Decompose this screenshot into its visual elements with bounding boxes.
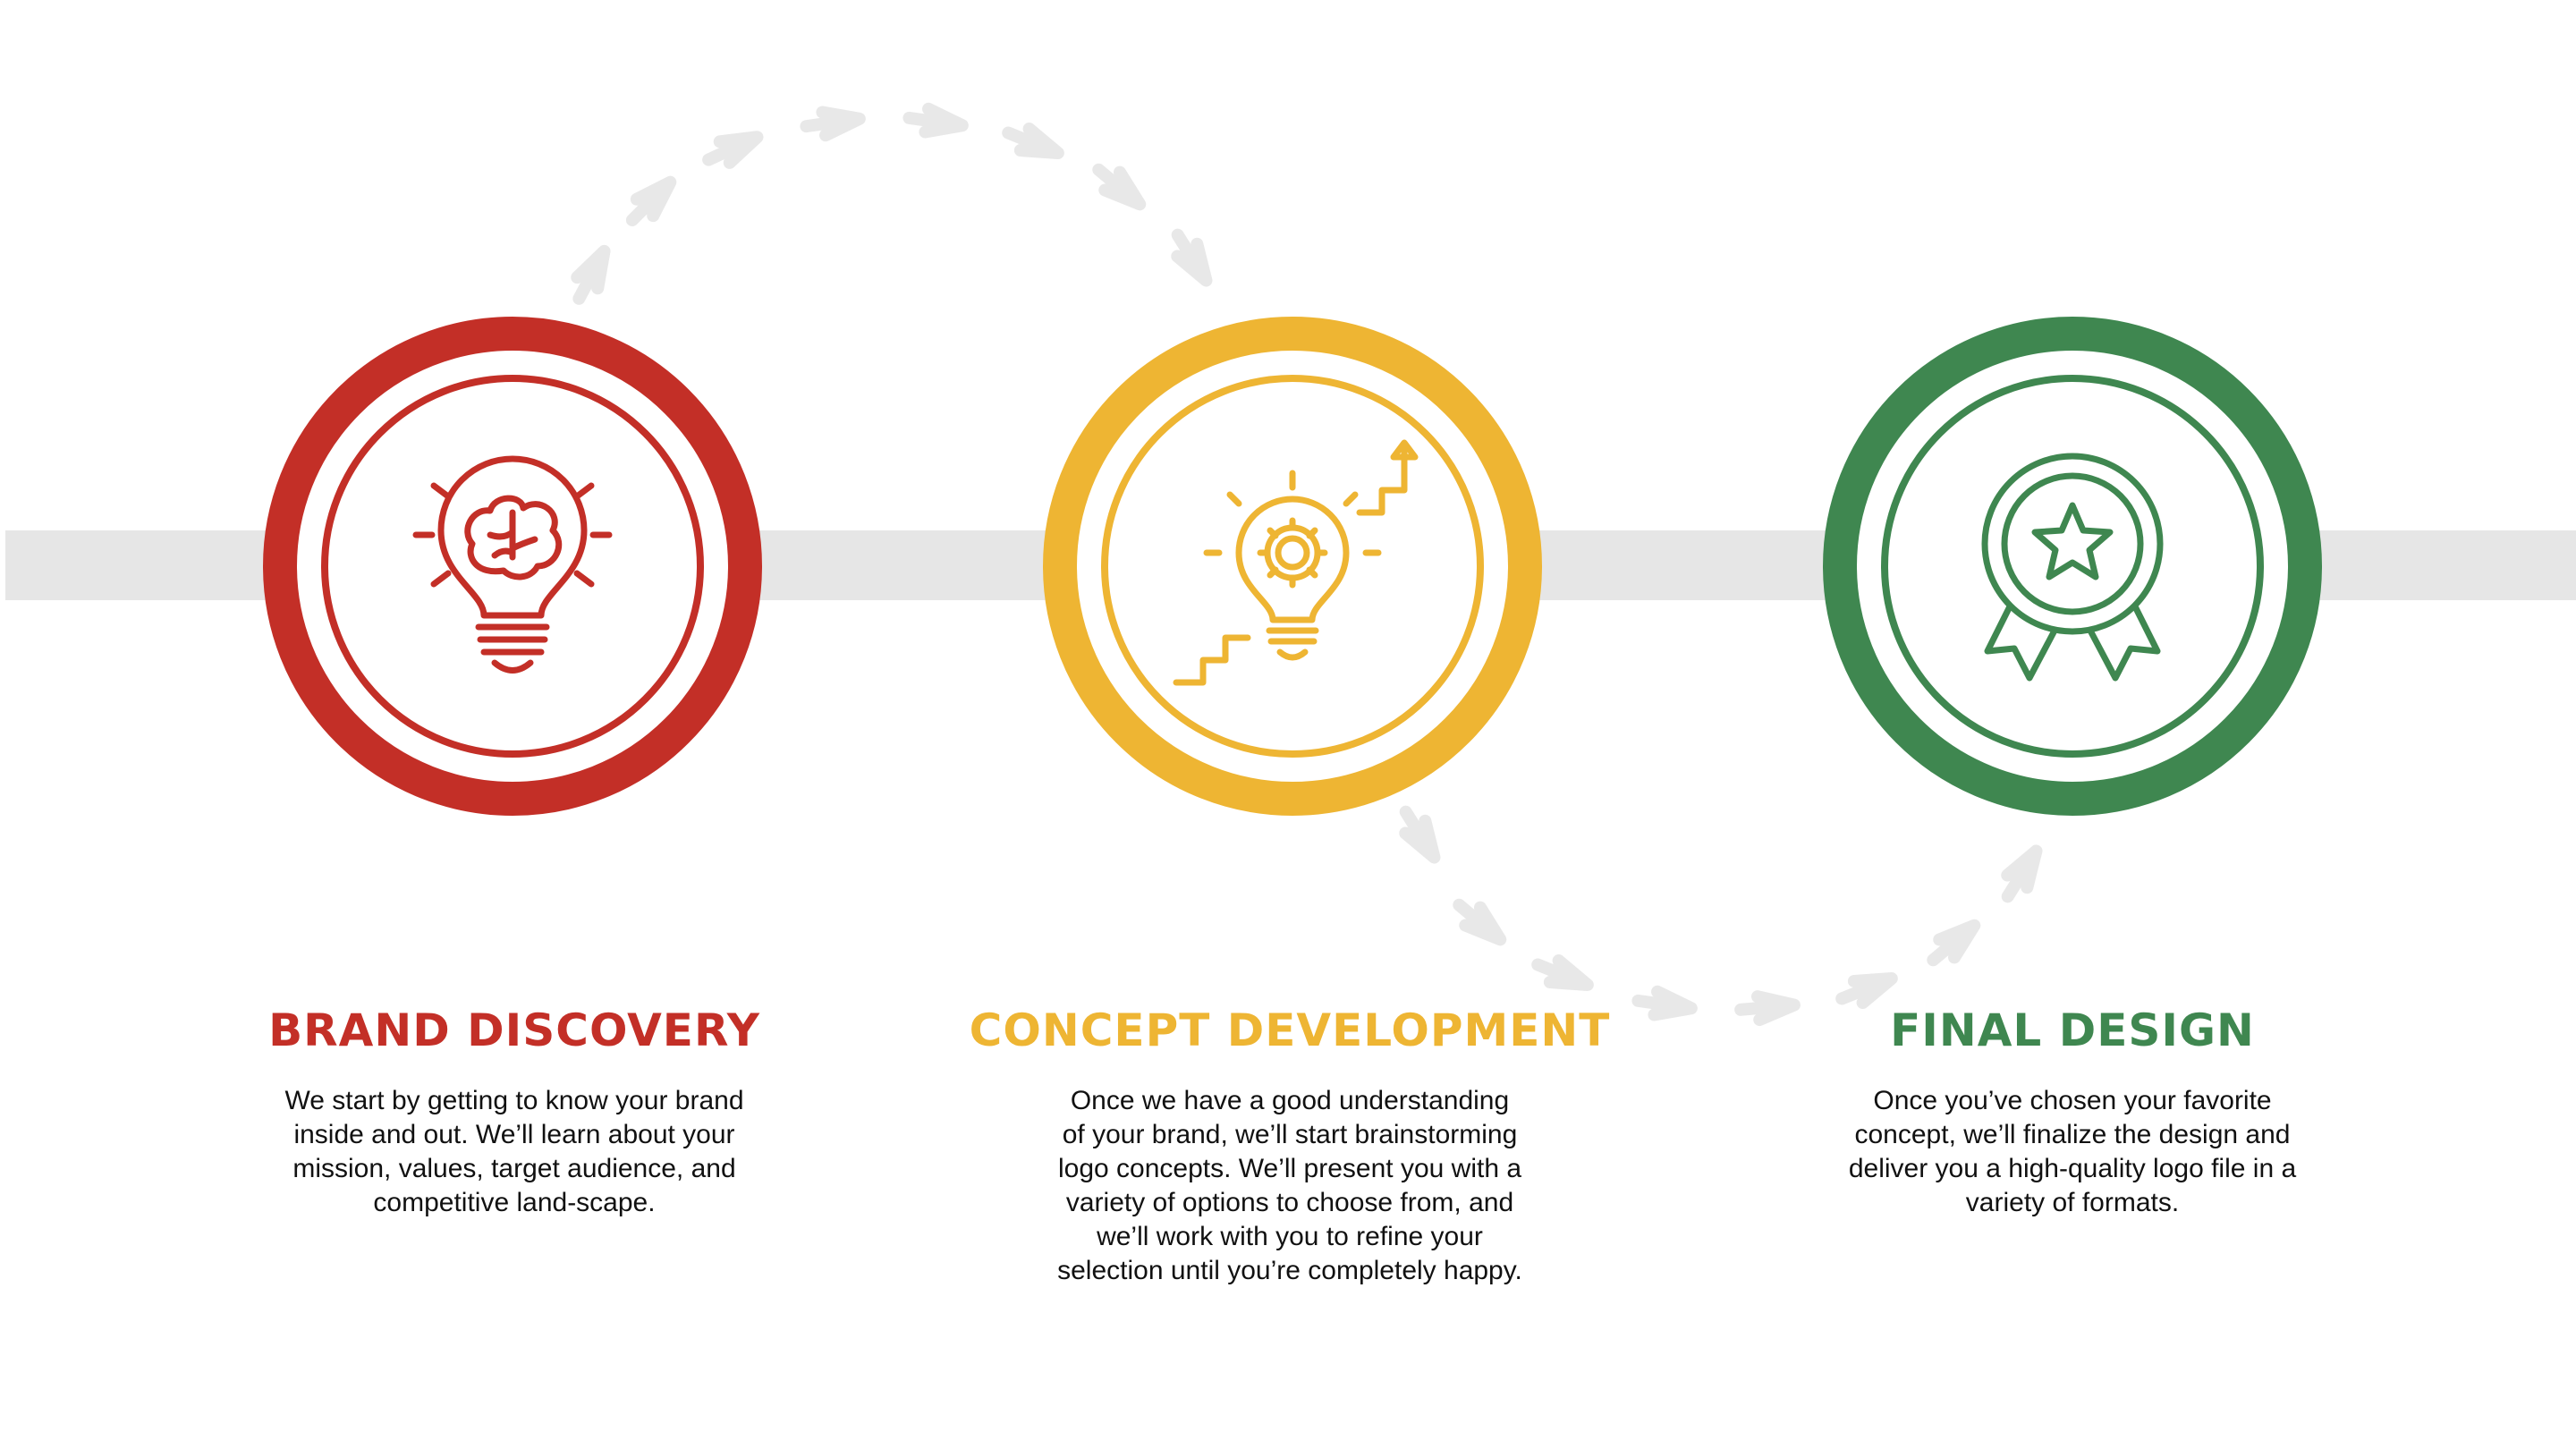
step-title: CONCEPT DEVELOPMENT <box>969 1004 1611 1056</box>
chevron-arrow-icon <box>1013 122 1064 159</box>
step-title: FINAL DESIGN <box>1890 1004 2255 1056</box>
chevron-arrow-icon <box>1847 972 1898 1010</box>
chevron-arrow-icon <box>1171 237 1213 287</box>
arrow-shaft <box>1531 958 1588 988</box>
step-description: Once you’ve chosen your favorite concept… <box>1848 1086 2297 1217</box>
arrow-shaft <box>800 113 859 133</box>
chevron-arrow-icon <box>1098 165 1147 211</box>
arrow-shaft <box>1631 994 1690 1014</box>
chevron-arrow-icon <box>1459 901 1507 946</box>
chevron-arrow-icon <box>1648 985 1698 1021</box>
step-final-design: FINAL DESIGN Once you’ve chosen your fav… <box>1733 1004 2412 1220</box>
arrow-shaft <box>702 133 758 166</box>
chevron-arrow-icon <box>571 244 611 295</box>
arrow-shaft <box>1927 923 1976 967</box>
step-brand-discovery: BRAND DISCOVERY We start by getting to k… <box>174 1004 854 1220</box>
step-description: Once we have a good understanding of you… <box>1057 1086 1522 1285</box>
step-3-circle <box>1823 317 2322 816</box>
arrow-shaft <box>1399 805 1437 858</box>
chevron-arrow-icon <box>1750 990 1801 1027</box>
connector-arrows-bottom <box>1399 805 2043 1027</box>
arrow-shaft <box>572 250 607 305</box>
arrow-shaft <box>1835 975 1892 1005</box>
arrow-shaft <box>625 181 672 227</box>
chevron-arrow-icon <box>2001 844 2043 894</box>
arrow-shaft <box>1002 126 1058 157</box>
arrow-shaft <box>1092 163 1141 207</box>
chevron-arrow-icon <box>1399 814 1441 864</box>
chevron-arrow-icon <box>713 131 764 169</box>
lightbulb-gear-growth-icon <box>1173 439 1419 686</box>
arrow-shaft <box>1171 228 1209 281</box>
step-title: BRAND DISCOVERY <box>268 1004 760 1056</box>
arrow-shaft <box>2001 851 2039 903</box>
award-ribbon-star-icon <box>1981 453 2164 682</box>
step-description: We start by getting to know your brand i… <box>284 1086 744 1217</box>
chevron-arrow-icon <box>816 106 866 142</box>
chevron-arrow-icon <box>919 102 969 139</box>
arrow-shaft <box>902 111 962 131</box>
lightbulb-brain-icon <box>412 455 613 674</box>
chevron-arrow-icon <box>1543 953 1594 991</box>
arrow-shaft <box>1453 898 1502 942</box>
step-1-circle <box>263 317 762 816</box>
connector-arrows-top <box>571 102 1213 305</box>
step-concept-development: CONCEPT DEVELOPMENT Once we have a good … <box>950 1004 1630 1288</box>
arrow-shaft <box>1734 999 1793 1016</box>
chevron-arrow-icon <box>630 175 677 223</box>
step-2-circle <box>1043 317 1542 816</box>
chevron-arrow-icon <box>1933 919 1981 964</box>
